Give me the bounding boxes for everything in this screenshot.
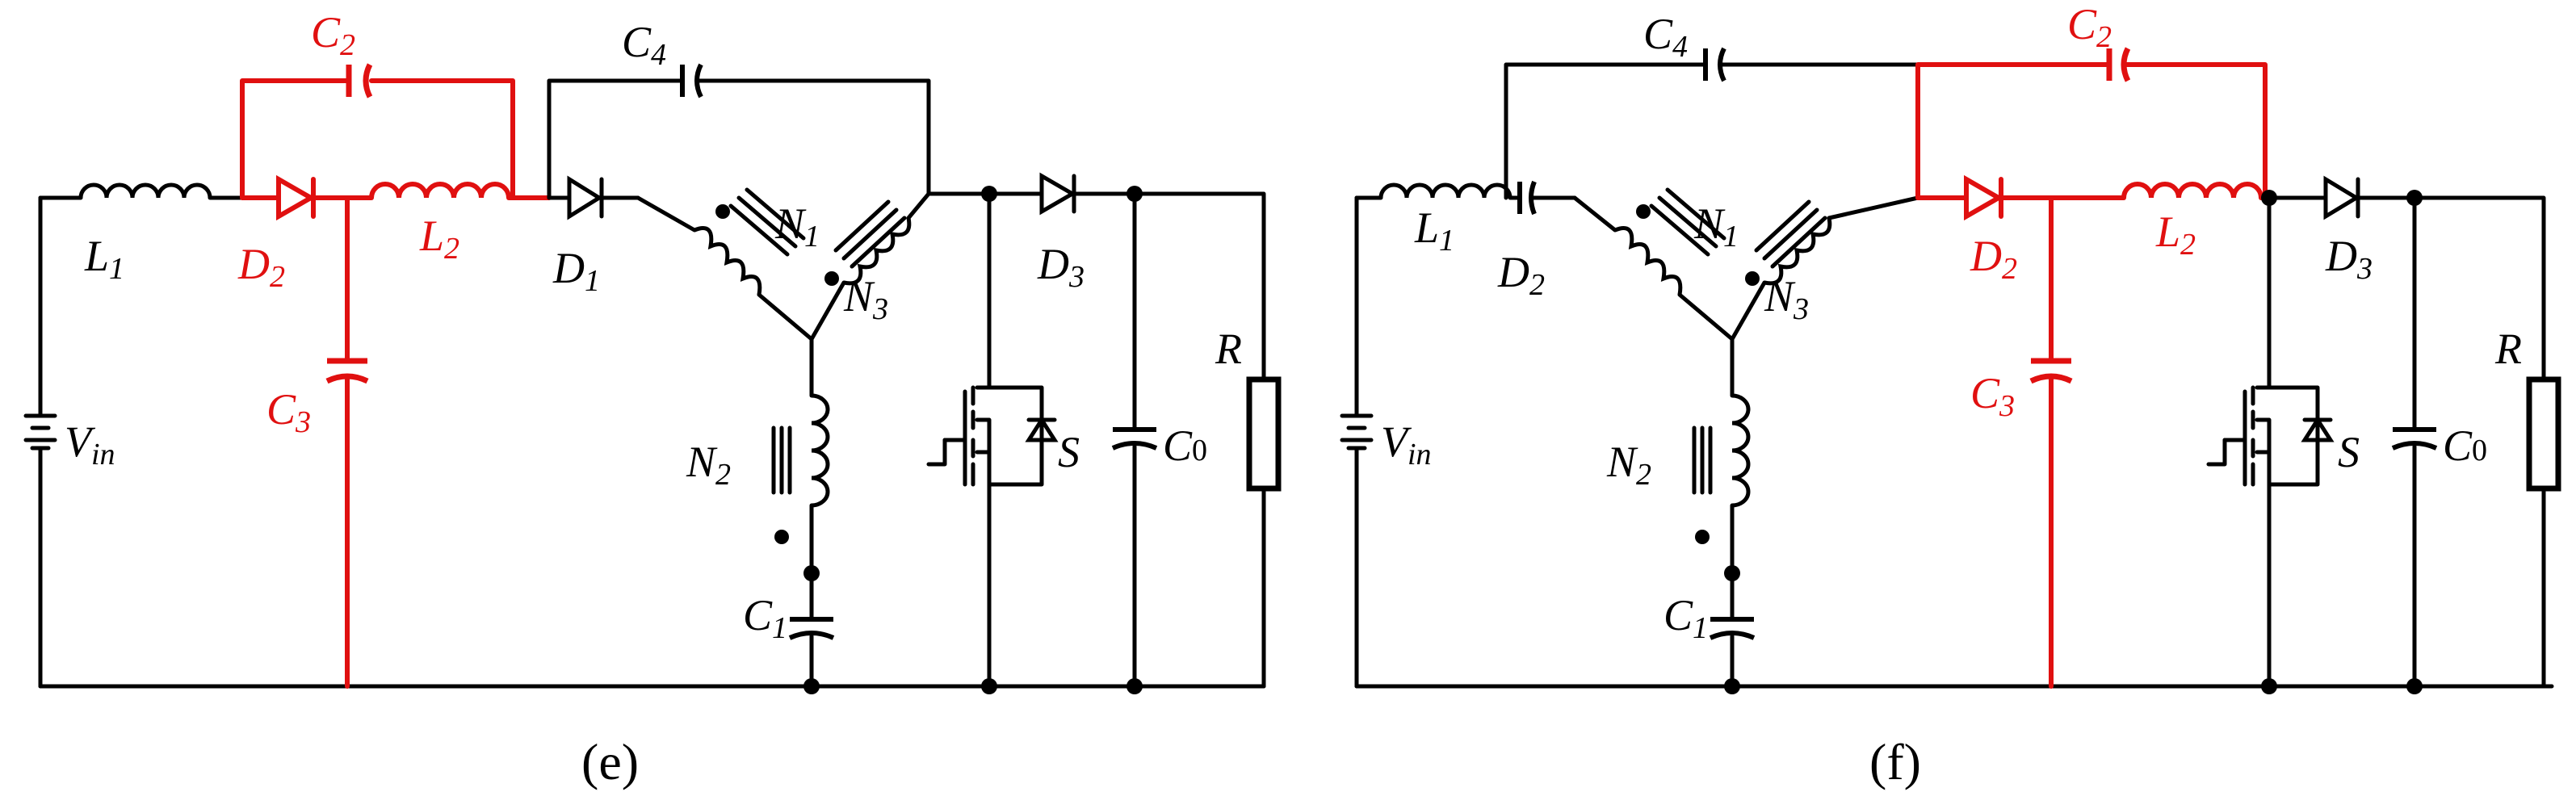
label-N3: N3 — [843, 272, 888, 326]
dot-N1 — [1636, 204, 1651, 219]
label-R: R — [2494, 325, 2522, 373]
vin-source — [23, 413, 57, 451]
label-L2: L2 — [419, 212, 459, 266]
winding-N3 — [1764, 217, 1832, 286]
vin-source — [1340, 413, 1374, 451]
capacitor-C1-plate-b — [1709, 631, 1756, 640]
core-lines-N2 — [771, 425, 792, 495]
dot-N2 — [774, 530, 789, 544]
diode-D3 — [1039, 172, 1076, 216]
capacitor-C4-plate-b — [1718, 47, 1726, 82]
capacitor-C0-plate-b — [2391, 441, 2438, 451]
panel-e: L1 D2 L2 C2 C3 C4 D1 N1 N3 N2 C1 D3 S C0… — [23, 8, 1282, 790]
label-C2: C2 — [311, 8, 355, 62]
capacitor-C2-plate-b — [363, 63, 373, 99]
label-N2: N2 — [686, 438, 731, 492]
diode-D3 — [2323, 175, 2360, 220]
winding-N2 — [1731, 393, 1751, 508]
resistor-R — [1246, 376, 1282, 492]
winding-N1 — [694, 226, 762, 296]
label-C1: C1 — [743, 591, 787, 645]
label-Vin: Vin — [1381, 417, 1432, 472]
label-C1: C1 — [1663, 591, 1708, 645]
core-lines-N2 — [1692, 425, 1713, 495]
label-S: S — [1058, 428, 1080, 476]
core-lines-N3 — [833, 199, 907, 269]
winding-N3 — [843, 217, 912, 286]
label-C3: C3 — [266, 385, 311, 439]
panel-caption-e: (e) — [581, 733, 639, 790]
resistor-R — [2526, 376, 2561, 492]
capacitor-C4-plate-b — [694, 63, 703, 99]
label-C0: C0 — [1163, 421, 1207, 470]
label-D2-left: D2 — [1497, 248, 1545, 302]
dot-N3 — [1745, 271, 1760, 286]
core-lines-N1 — [1649, 187, 1726, 257]
label-N2: N2 — [1606, 438, 1651, 492]
panel-f: L1 D2 C4 N1 N3 N2 C1 C2 D2 L2 C3 D3 S C0… — [1340, 0, 2561, 790]
dot-N1 — [715, 204, 730, 219]
label-C4: C4 — [622, 18, 666, 72]
label-S: S — [2338, 428, 2360, 476]
label-L1: L1 — [84, 232, 124, 286]
label-C0: C0 — [2443, 421, 2487, 470]
inductor-L2 — [369, 182, 511, 199]
label-C3: C3 — [1970, 369, 2015, 423]
core-lines-N1 — [728, 187, 806, 257]
mosfet-S — [926, 385, 1059, 487]
winding-N1 — [1614, 226, 1683, 296]
label-N3: N3 — [1764, 272, 1809, 326]
diode-D2 — [1964, 174, 2004, 221]
panel-caption-f: (f) — [1869, 733, 1921, 790]
inductor-L2 — [2121, 182, 2263, 199]
inductor-L1 — [1378, 182, 1512, 199]
diode-D2 — [276, 174, 317, 221]
dot-N2 — [1695, 530, 1710, 544]
label-D2: D2 — [237, 240, 285, 294]
capacitor-C1-plate-b — [788, 631, 835, 640]
mosfet-S — [2206, 385, 2335, 487]
label-L1: L1 — [1414, 203, 1454, 258]
inductor-L1 — [78, 182, 212, 199]
capacitor-C0-plate-b — [1111, 441, 1158, 451]
label-C4: C4 — [1643, 10, 1688, 64]
label-R: R — [1215, 325, 1242, 373]
label-C2: C2 — [2067, 0, 2112, 54]
label-D2: D2 — [1970, 232, 2017, 286]
label-Vin: Vin — [65, 417, 115, 472]
diode-D1 — [567, 175, 604, 220]
winding-N2 — [811, 393, 830, 508]
core-lines-N3 — [1754, 199, 1827, 269]
label-N1: N1 — [774, 199, 820, 254]
label-L2: L2 — [2155, 207, 2196, 262]
label-D3: D3 — [1037, 240, 1085, 294]
dot-N3 — [824, 271, 839, 286]
label-D3: D3 — [2325, 232, 2373, 286]
label-D1: D1 — [552, 244, 600, 298]
label-N1: N1 — [1693, 199, 1739, 254]
